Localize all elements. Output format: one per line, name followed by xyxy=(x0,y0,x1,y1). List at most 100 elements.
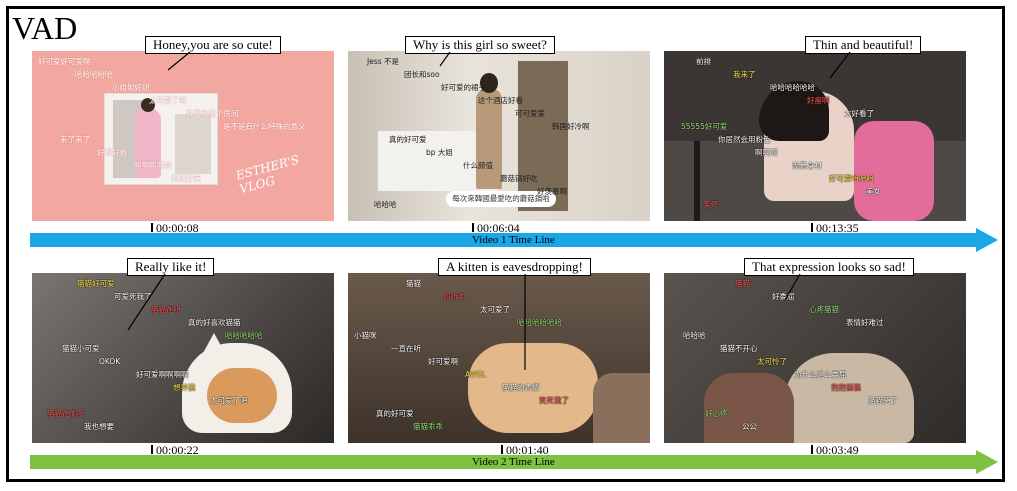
danmaku-comment: 可爱死我了 xyxy=(114,292,152,301)
timestamp: 00:01:40 xyxy=(506,443,549,457)
danmaku-comment: 好可爱啊啊啊啊 xyxy=(136,370,189,379)
timestamp: 00:06:04 xyxy=(477,221,520,235)
cat-ear xyxy=(202,333,226,355)
danmaku-comment: 抱抱猫猫 xyxy=(831,383,861,392)
danmaku-comment: 哈哈哈哈哈 xyxy=(225,331,263,340)
danmaku-comment: 蘑菇锅好吃 xyxy=(500,174,538,183)
danmaku-comment: AWSL xyxy=(465,370,487,379)
danmaku-comment: 真的好可爱 xyxy=(376,409,414,418)
video2-clip2-caption: A kitten is eavesdropping! xyxy=(438,258,591,276)
danmaku-comment: 太可爱了 xyxy=(480,305,510,314)
cat-face xyxy=(784,353,914,443)
danmaku-comment: 猫猫 xyxy=(735,279,750,288)
danmaku-comment: 好可爱啊 xyxy=(428,357,458,366)
danmaku-comment: 太可爱了吧 xyxy=(149,96,187,105)
danmaku-comment: 真的好可爱 xyxy=(389,135,427,144)
person-arm xyxy=(704,373,794,443)
danmaku-comment: OKOK xyxy=(99,357,121,366)
danmaku-comment: 猫猫乖乖 xyxy=(413,422,443,431)
pointer-1 xyxy=(167,51,191,71)
danmaku-comment: 好可爱好可爱啊 xyxy=(38,57,91,66)
danmaku-comment: 想养猫 xyxy=(173,383,196,392)
video1-clip2-caption: Why is this girl so sweet? xyxy=(405,36,555,54)
figure-title: VAD xyxy=(12,10,78,46)
tick xyxy=(151,445,153,454)
video1-timeline-arrow xyxy=(30,228,998,252)
danmaku-comment: 猫猫小可爱 xyxy=(62,344,100,353)
danmaku-comment: 表情好难过 xyxy=(846,318,884,327)
danmaku-comment: 来了来了 xyxy=(60,135,90,144)
danmaku-comment: 猫猫好可爱 xyxy=(77,279,115,288)
danmaku-comment: 羡慕身材 xyxy=(792,161,822,170)
timestamp: 00:03:49 xyxy=(816,443,859,457)
danmaku-comment: 什么颜值 xyxy=(463,161,493,170)
tick xyxy=(501,445,503,454)
video2-clip3-caption: That expression looks so sad! xyxy=(744,258,914,276)
pointer-3 xyxy=(829,51,851,79)
subtitle-strip: 每次來韓國最愛吃的蘑菇鍋啦 xyxy=(446,191,556,207)
video2-clip1-thumbnail: 猫猫好可爱可爱死我了猫猫在听真的好喜欢猫猫哈哈哈哈哈猫猫小可爱 OKOK 好可爱啊啊… xyxy=(32,273,334,443)
cat-body xyxy=(468,343,598,433)
danmaku-comment: 这个酒店好看 xyxy=(478,96,523,105)
person-figure xyxy=(476,89,502,189)
danmaku-comment: 姐姐好美 xyxy=(171,174,201,183)
danmaku-comment: 哈哈哈 xyxy=(683,331,706,340)
tripod xyxy=(694,141,700,221)
danmaku-comment: 55555好可爱 xyxy=(681,122,728,131)
person-head xyxy=(480,73,498,93)
danmaku-comment: 猫猫 xyxy=(406,279,421,288)
danmaku-comment: 我也想要 xyxy=(84,422,114,431)
tick xyxy=(151,223,153,232)
video2-timeline-arrow xyxy=(30,450,998,474)
danmaku-comment: 真的好喜欢猫猫 xyxy=(188,318,241,327)
danmaku-comment: 猫猫在听 xyxy=(151,305,181,314)
video1-clip1-caption: Honey,you are so cute! xyxy=(145,36,281,54)
woman-hair xyxy=(759,81,829,141)
danmaku-comment: 好喜欢这个房间 xyxy=(186,109,239,118)
danmaku-comment: 猫猫在偷听 xyxy=(47,409,85,418)
danmaku-comment: 哈哈哈哈哈 xyxy=(75,70,113,79)
danmaku-comment: 好委屈 xyxy=(772,292,795,301)
danmaku-comment: 小猫咪 xyxy=(354,331,377,340)
pink-jacket xyxy=(854,121,934,221)
tick xyxy=(811,223,813,232)
video2-timeline-label: Video 2 Time Line xyxy=(472,456,555,468)
danmaku-comment: 笑死 xyxy=(703,200,718,209)
danmaku-comment: 为什么这么委屈 xyxy=(794,370,847,379)
danmaku-comment: 小姐姐好甜 xyxy=(112,83,150,92)
hand xyxy=(593,373,650,443)
video1-clip1-thumbnail: ESTHER'S VLOG 好可爱好可爱啊哈哈哈哈哈小姐姐好甜太可爱了吧好喜欢这… xyxy=(32,51,334,221)
danmaku-comment: 好看好看 xyxy=(97,148,127,157)
tick xyxy=(472,223,474,232)
pointer-2 xyxy=(439,51,451,67)
danmaku-comment: 好可爱哈哈哈 xyxy=(829,174,874,183)
danmaku-comment: 太好看了 xyxy=(844,109,874,118)
danmaku-comment: 笑死我了 xyxy=(539,396,569,405)
pointer-4 xyxy=(127,273,166,331)
danmaku-comment: 一直在听 xyxy=(391,344,421,353)
danmaku-comment: 心疼猫猫 xyxy=(809,305,839,314)
danmaku-comment: 啊啊啊 xyxy=(755,148,778,157)
cat-patch xyxy=(207,368,277,423)
danmaku-comment: 我来了 xyxy=(733,70,756,79)
timestamp: 00:13:35 xyxy=(816,221,859,235)
danmaku-comment: 哈哈哈哈哈哈 xyxy=(770,83,815,92)
danmaku-comment: bp 大姐 xyxy=(426,148,453,157)
doorway xyxy=(518,61,568,211)
danmaku-comment: 哈哈哈哈哈哈 xyxy=(517,318,562,327)
danmaku-comment: 公公 xyxy=(742,422,757,431)
danmaku-comment: 猫猫的表情 xyxy=(502,383,540,392)
danmaku-comment: Jess 不是 xyxy=(367,57,400,66)
danmaku-comment: 前排 xyxy=(696,57,711,66)
danmaku-comment: 韩国好冷啊 xyxy=(552,122,590,131)
danmaku-comment: 好心疼 xyxy=(705,409,728,418)
danmaku-comment: 你居然会用粉色 xyxy=(718,135,771,144)
room-photo xyxy=(104,93,218,185)
danmaku-comment: 美女 xyxy=(866,187,881,196)
danmaku-comment: 好羡慕啊 xyxy=(537,187,567,196)
danmaku-comment: 好可爱的裙子 xyxy=(441,83,486,92)
